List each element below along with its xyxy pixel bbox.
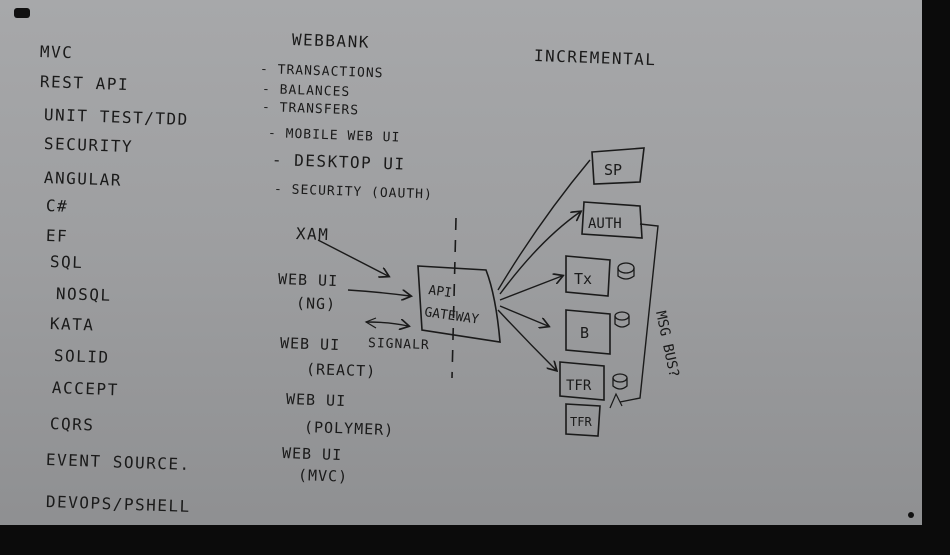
web-ui-arrow (347, 289, 410, 296)
xam-arrow (317, 239, 388, 276)
api-gateway-box (417, 265, 501, 343)
auth-label: AUTH (588, 216, 622, 232)
boundary-line (451, 217, 457, 379)
signalr-arrow (365, 322, 408, 326)
gateway-to-b (499, 305, 548, 326)
msg-bus-line (619, 223, 659, 403)
database-icon (614, 311, 630, 321)
sp-box (591, 147, 645, 185)
magnet-mark (14, 8, 30, 18)
screw-mark (908, 512, 914, 518)
board-frame-right (922, 0, 950, 555)
database-icon (617, 262, 635, 274)
tfr-box-2 (565, 403, 601, 437)
gateway-to-tfr (497, 309, 556, 370)
msg-bus-label: MSG BUS? (652, 310, 682, 379)
gateway-to-sp (497, 159, 591, 291)
sp-label: SP (604, 161, 622, 179)
gateway-to-auth (499, 212, 580, 295)
b-box (565, 309, 611, 355)
gateway-to-tx (499, 276, 562, 301)
gateway-label-1: API (427, 283, 452, 301)
tfr-label-2: TFR (570, 415, 592, 429)
tfr-box (559, 361, 605, 401)
board-frame-bottom (0, 525, 950, 555)
tx-label: Tx (574, 270, 592, 288)
tfr-label: TFR (566, 378, 592, 394)
tx-box (565, 255, 611, 297)
gateway-label-2: GATEWAY (423, 305, 480, 328)
auth-box (581, 201, 643, 239)
database-icon (612, 373, 628, 383)
b-label: B (580, 324, 589, 342)
